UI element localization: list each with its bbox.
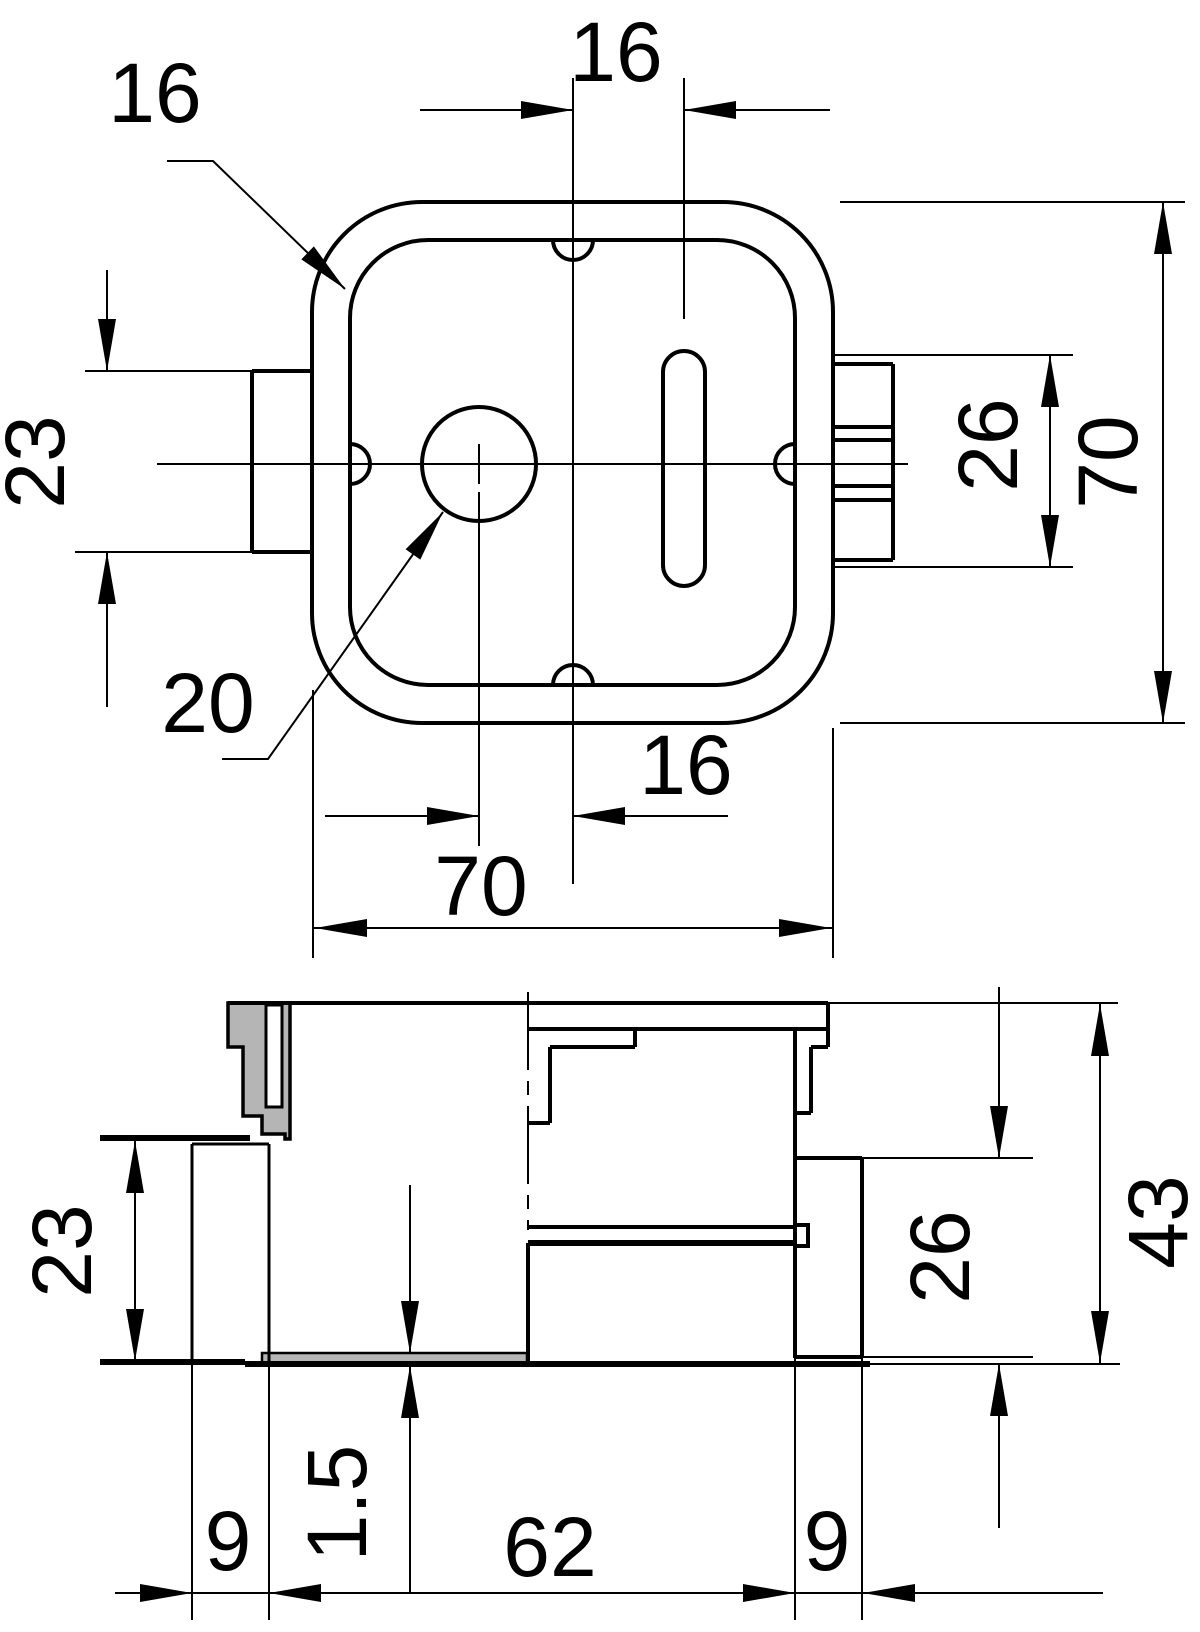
side-view-dimensions <box>115 987 1120 1620</box>
dim-corner-16: 16 <box>108 46 201 140</box>
vertical-slot <box>661 349 707 588</box>
section-groove <box>264 1003 284 1109</box>
notch-bottom <box>551 663 595 686</box>
side-view: 23 1.5 26 43 9 62 9 <box>15 987 1200 1620</box>
dim-right-tab-26: 26 <box>941 398 1035 491</box>
hole-circle <box>420 405 538 523</box>
dim-side-62: 62 <box>503 1500 596 1594</box>
dim-side-9-left: 9 <box>205 1494 252 1588</box>
dim-height-70: 70 <box>1061 415 1155 508</box>
side-view-geometry <box>100 992 870 1367</box>
notch-right <box>773 442 796 486</box>
top-view-dimensions <box>75 101 1185 958</box>
outer-contour <box>310 200 835 725</box>
side-view-section <box>226 1001 529 1366</box>
top-view-geometry <box>250 200 895 725</box>
shelf-end-cap <box>793 1223 810 1248</box>
dim-side-23: 23 <box>15 1204 109 1297</box>
dim-side-26: 26 <box>893 1210 987 1303</box>
top-view-labels: 16 16 23 20 16 70 26 70 <box>0 5 1155 933</box>
dim-side-1-5: 1.5 <box>290 1445 384 1562</box>
dim-hole-offset-16: 16 <box>639 718 732 812</box>
top-view-centerlines <box>157 78 908 884</box>
notch-left <box>349 442 372 486</box>
dim-width-70: 70 <box>434 839 527 933</box>
dim-left-tab-23: 23 <box>0 415 82 508</box>
inner-contour <box>348 238 797 687</box>
dim-hole-20: 20 <box>161 656 254 750</box>
dim-slot-offset-16: 16 <box>569 5 662 99</box>
side-view-labels: 23 1.5 26 43 9 62 9 <box>15 1175 1200 1594</box>
dim-side-9-right: 9 <box>804 1494 851 1588</box>
notch-top <box>551 239 595 262</box>
dim-side-43: 43 <box>1111 1175 1200 1268</box>
top-view: 16 16 23 20 16 70 26 70 <box>0 5 1185 958</box>
